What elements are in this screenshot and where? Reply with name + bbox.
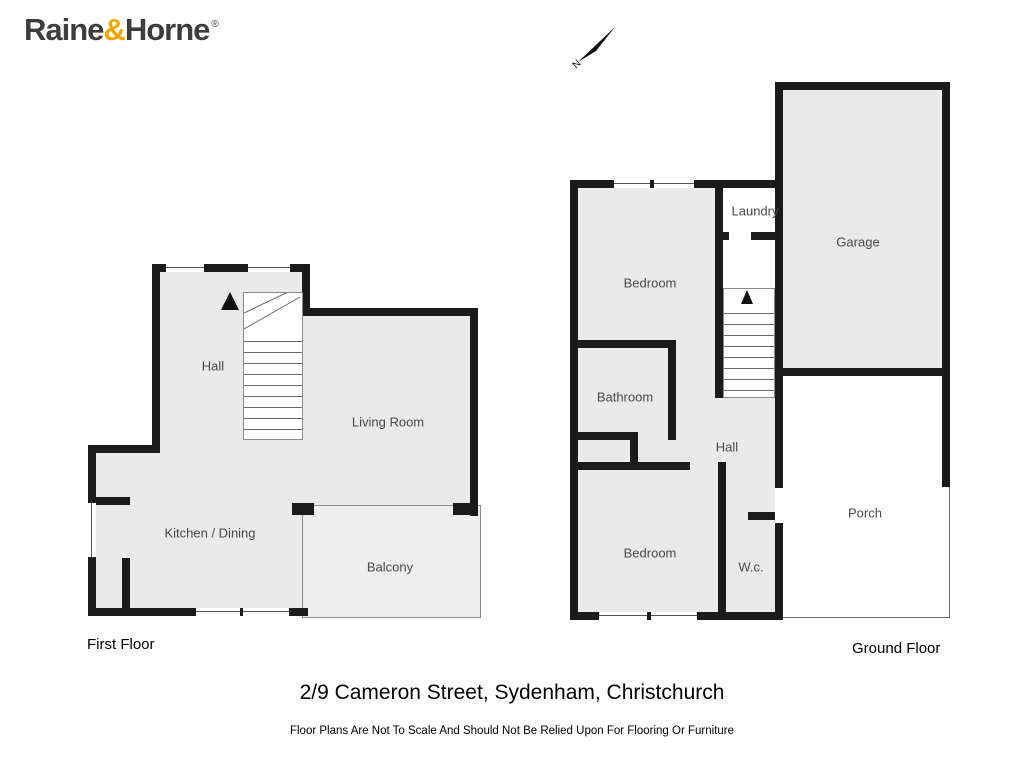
wall: [578, 432, 638, 440]
north-label: N: [572, 58, 583, 70]
wall: [775, 82, 783, 188]
room-fill-bathroom: [578, 348, 668, 432]
stairs-up-arrow-icon: [221, 292, 239, 310]
room-label-bedroom-bottom: Bedroom: [623, 545, 677, 561]
ground-floor-caption: Ground Floor: [852, 640, 941, 657]
stairs: [723, 288, 775, 398]
brand-part1: Raine: [24, 12, 104, 47]
room-label-bathroom: Bathroom: [596, 389, 654, 405]
wall: [715, 232, 729, 240]
room-label-porch: Porch: [848, 505, 882, 521]
door-opening: [690, 462, 718, 470]
wall: [751, 232, 783, 240]
wall: [748, 512, 775, 520]
wall: [578, 340, 676, 348]
wall: [630, 432, 638, 470]
wall: [122, 558, 130, 616]
room-fill-wc: [726, 520, 775, 612]
wall: [578, 462, 690, 470]
stair-winder-lines: [244, 293, 301, 330]
wall: [718, 462, 726, 612]
stair-tread-lines: [244, 331, 302, 438]
room-label-living: Living Room: [351, 414, 425, 430]
wall: [775, 523, 783, 620]
balcony-area: [302, 505, 481, 618]
wall: [775, 188, 783, 488]
wall: [775, 82, 950, 90]
brand-part2: Horne: [124, 12, 211, 47]
wall: [783, 368, 950, 376]
wall: [453, 503, 478, 515]
door-opening: [676, 340, 715, 348]
room-label-bedroom-top: Bedroom: [623, 275, 677, 291]
wall: [292, 503, 314, 515]
room-fill-garage: [783, 90, 942, 368]
room-fill-bedroom-bottom: [578, 470, 718, 612]
wall: [88, 445, 160, 453]
wall: [152, 264, 160, 453]
disclaimer-text: Floor Plans Are Not To Scale And Should …: [289, 725, 735, 737]
window: [88, 502, 96, 558]
wall: [715, 188, 723, 240]
room-label-balcony: Balcony: [366, 559, 414, 575]
wall: [715, 240, 723, 398]
room-label-kitchen: Kitchen / Dining: [164, 525, 256, 541]
porch-area: [783, 376, 950, 618]
window: [653, 180, 695, 188]
ground-floor-plan: Laundry Garage Bedroom Bathroom Hall Bed…: [565, 78, 960, 630]
window: [650, 612, 698, 620]
room-fill-corridor: [578, 440, 726, 462]
wall: [570, 180, 578, 620]
door-opening: [726, 512, 748, 520]
wall: [152, 264, 310, 272]
wall: [942, 82, 950, 487]
window: [613, 180, 651, 188]
window: [195, 608, 241, 616]
north-arrow-icon: N: [572, 27, 615, 70]
brand-ampersand: &: [103, 12, 125, 47]
room-label-wc: W.c.: [738, 559, 764, 575]
wall: [470, 308, 478, 516]
window: [165, 264, 205, 272]
wall: [668, 348, 676, 440]
window: [247, 264, 291, 272]
stairs: [243, 292, 303, 440]
room-label-garage: Garage: [836, 234, 880, 250]
window: [242, 608, 290, 616]
room-fill-living: [302, 316, 470, 505]
first-floor-plan: Hall Living Room Kitchen / Dining Balcon…: [85, 262, 485, 622]
north-arrow-shape: [578, 27, 615, 62]
wall: [96, 497, 130, 505]
door-opening: [638, 432, 668, 440]
wall: [310, 308, 478, 316]
registered-mark: ®: [211, 19, 219, 30]
room-fill-bedroom-top: [578, 188, 715, 340]
room-label-hall: Hall: [201, 358, 225, 374]
room-label-hall: Hall: [715, 439, 739, 455]
stair-tread-lines: [724, 303, 774, 396]
address-title: 2/9 Cameron Street, Sydenham, Christchur…: [299, 681, 725, 704]
first-floor-caption: First Floor: [87, 636, 155, 653]
stairs-up-arrow-icon: [741, 290, 753, 304]
wall: [302, 264, 310, 316]
room-label-laundry: Laundry: [731, 203, 779, 219]
brand-logo: Raine&Horne®: [24, 12, 219, 48]
window: [598, 612, 648, 620]
